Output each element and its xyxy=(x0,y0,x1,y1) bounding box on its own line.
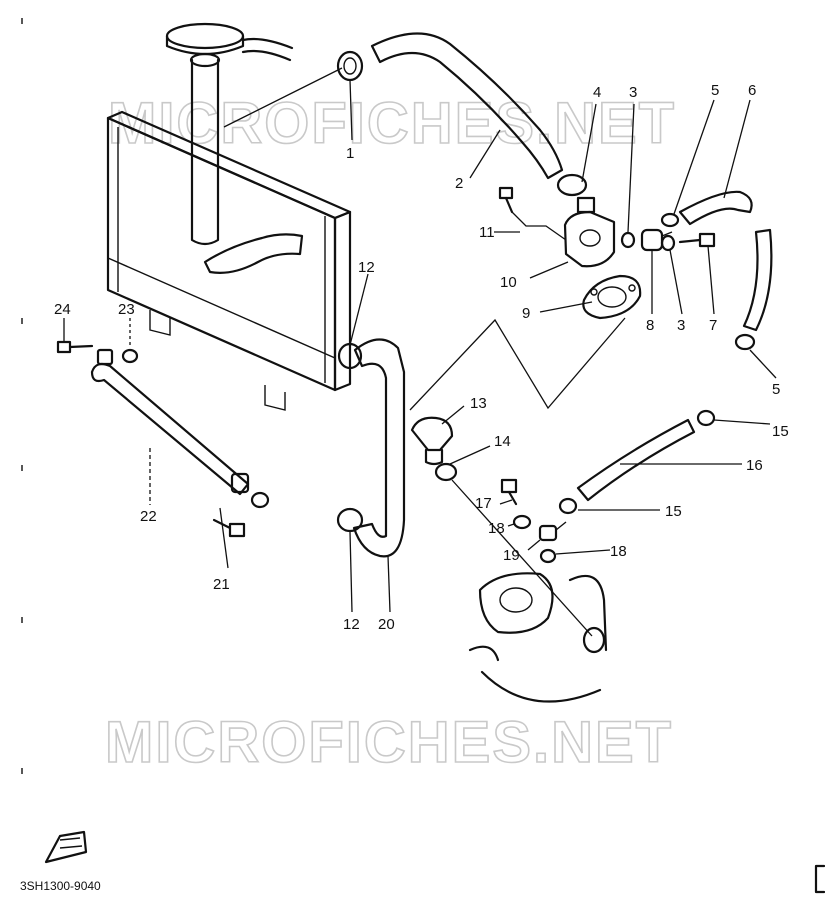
union-bolt-19 xyxy=(538,521,567,542)
callout-20: 20 xyxy=(378,616,395,633)
diagram-code: 3SH1300-9040 xyxy=(20,879,101,893)
callout-21: 21 xyxy=(213,576,230,593)
hose-clamp-5-b xyxy=(734,333,756,351)
hose-clamp-1 xyxy=(336,50,364,82)
callout-18-right: 18 xyxy=(610,543,627,560)
callout-9: 9 xyxy=(522,305,530,322)
bypass-hose xyxy=(678,190,753,226)
callout-19: 19 xyxy=(503,547,520,564)
bolt-21 xyxy=(212,518,246,538)
bolt-7 xyxy=(678,232,716,248)
radiator xyxy=(106,110,352,411)
callout-3-top: 3 xyxy=(629,84,637,101)
callout-3-bottom: 3 xyxy=(677,317,685,334)
gasket-9 xyxy=(582,274,642,320)
overflow-hose xyxy=(742,228,773,332)
washer-18-b xyxy=(539,548,557,564)
callout-13: 13 xyxy=(470,395,487,412)
watermark-top: MICROFICHES.NET xyxy=(108,91,676,156)
upper-hose xyxy=(370,32,564,180)
front-arrow-icon xyxy=(44,830,88,864)
callout-11: 11 xyxy=(479,224,495,241)
bolt-11 xyxy=(498,186,567,241)
callout-16: 16 xyxy=(746,457,763,474)
filler-neck xyxy=(165,22,304,274)
hose-clamp-4 xyxy=(556,173,588,197)
callout-1: 1 xyxy=(346,145,354,162)
o-ring-3-a xyxy=(620,231,636,249)
callout-5-top: 5 xyxy=(711,82,719,99)
thermostat-housing xyxy=(563,196,616,268)
callout-6: 6 xyxy=(748,82,756,99)
callout-10: 10 xyxy=(500,274,517,291)
thermostat-gasket xyxy=(434,462,458,482)
callout-23: 23 xyxy=(118,301,135,318)
callout-8: 8 xyxy=(646,317,654,334)
callout-18-left: 18 xyxy=(488,520,505,537)
watermark-bottom: MICROFICHES.NET xyxy=(105,710,673,775)
lower-hose xyxy=(352,338,406,558)
callout-15-top: 15 xyxy=(772,423,789,440)
engine-water-pump xyxy=(468,572,608,703)
water-pipe-hose xyxy=(576,418,696,502)
callout-17: 17 xyxy=(475,495,492,512)
leader-lines xyxy=(63,67,777,637)
bracket-leader xyxy=(409,317,626,411)
callout-5-bottom: 5 xyxy=(772,381,780,398)
hose-clamp-12-lower xyxy=(336,507,364,533)
washer-18-a xyxy=(512,514,532,530)
callout-7: 7 xyxy=(709,317,717,334)
page-bracket xyxy=(814,864,825,894)
callout-2: 2 xyxy=(455,175,463,192)
bolt-24 xyxy=(56,340,94,354)
hose-clamp-5-a xyxy=(660,212,680,228)
bolt-17 xyxy=(500,478,518,506)
callout-22: 22 xyxy=(140,508,157,525)
hose-clamp-15-b xyxy=(558,497,578,515)
fitting-8 xyxy=(640,228,673,252)
callout-14: 14 xyxy=(494,433,511,450)
callout-24: 24 xyxy=(54,301,71,318)
water-pipe-22 xyxy=(90,348,270,509)
thermostat xyxy=(410,416,454,466)
callouts: 1 2 4 3 5 6 11 10 9 8 3 7 5 12 13 14 15 … xyxy=(54,82,789,633)
callout-12-bottom: 12 xyxy=(343,616,360,633)
callout-12-top: 12 xyxy=(358,259,375,276)
hose-clamp-15-a xyxy=(696,409,716,427)
callout-15-bottom: 15 xyxy=(665,503,682,520)
o-ring-23 xyxy=(121,348,139,364)
callout-4: 4 xyxy=(593,84,601,101)
o-ring-3-b xyxy=(660,234,676,252)
